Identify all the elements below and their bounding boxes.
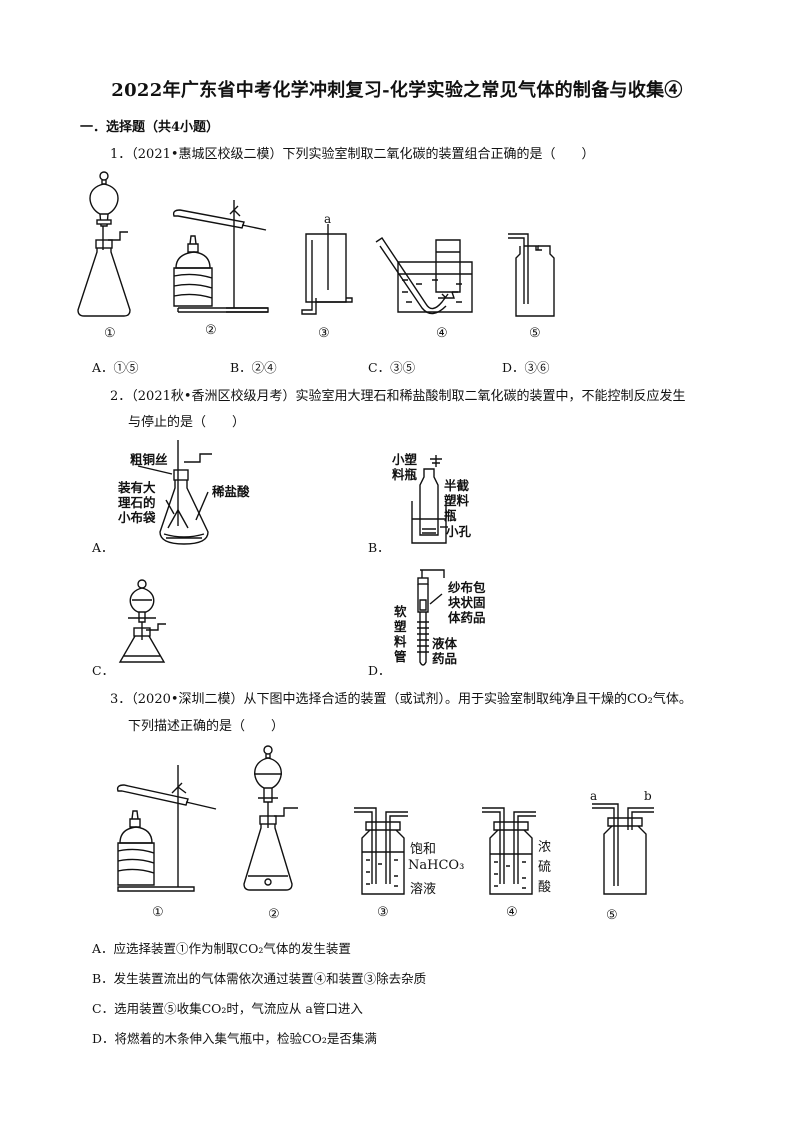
q3-reagent3-line3: 溶液 xyxy=(410,882,437,897)
q1-apparatus-1 xyxy=(77,171,131,317)
q3-reagent4-line3: 酸 xyxy=(538,880,552,895)
q2-option-c[interactable]: C． xyxy=(92,663,115,678)
q1-label-5: ⑤ xyxy=(529,326,541,341)
q2-d-gauze-label: 纱布包块状固体药品 xyxy=(448,580,486,625)
q2-apparatus-b xyxy=(411,455,448,544)
q2-b-hole-label: 小孔 xyxy=(446,524,472,539)
q1-option-d[interactable]: D．③⑥ xyxy=(502,360,550,375)
q3-reagent3-line2: NaHCO₃ xyxy=(408,858,465,873)
q3-reagent4-line2: 硫 xyxy=(538,860,552,875)
q2-a-bag-label: 装有大理石的小布袋 xyxy=(118,480,156,525)
q1-label-4: ④ xyxy=(436,326,448,341)
q3-apparatus-1 xyxy=(116,765,217,892)
q3-label-3: ③ xyxy=(377,905,389,920)
q3-option-c[interactable]: C．选用装置⑤收集CO₂时，气流应从 a管口进入 xyxy=(92,1001,363,1016)
q3-label-2: ② xyxy=(268,907,280,922)
q1-label-1: ① xyxy=(104,326,116,341)
q2-b-half-label: 半截塑料瓶 xyxy=(444,478,470,523)
q3-stem-line1: 3．（2020•深圳二模）从下图中选择合适的装置（或试剂）。用于实验室制取纯净且… xyxy=(110,692,692,707)
q3-label-1: ① xyxy=(152,905,164,920)
q1-label-2: ② xyxy=(205,323,217,338)
q1-option-b[interactable]: B．②④ xyxy=(230,360,277,375)
q3-stem-line2: 下列描述正确的是（ ） xyxy=(128,719,285,734)
section-heading: 一．选择题（共4小题） xyxy=(80,120,220,135)
q3-option-b[interactable]: B．发生装置流出的气体需依次通过装置④和装置③除去杂质 xyxy=(92,971,427,986)
q1-label-3: ③ xyxy=(318,326,330,341)
q2-option-d[interactable]: D． xyxy=(368,663,391,678)
q1-apparatus-3 xyxy=(301,224,353,315)
q2-d-liquid-label: 液体药品 xyxy=(432,636,458,666)
q2-apparatus-d xyxy=(417,569,445,666)
q2-b-small-label: 小塑料瓶 xyxy=(392,452,418,482)
q2-stem-line1: 2．（2021秋•香洲区校级月考）实验室用大理石和稀盐酸制取二氧化碳的装置中，不… xyxy=(110,389,686,404)
q1-stem: 1．（2021•惠城区校级二模）下列实验室制取二氧化碳的装置组合正确的是（ ） xyxy=(110,147,595,162)
q1-apparatus-5 xyxy=(508,233,555,317)
q1-option-c[interactable]: C．③⑤ xyxy=(368,360,416,375)
q3-port-a: a xyxy=(590,789,598,803)
q2-option-b[interactable]: B． xyxy=(368,540,390,555)
q2-option-a[interactable]: A． xyxy=(92,540,114,555)
q3-label-5: ⑤ xyxy=(606,908,618,923)
q3-reagent3-line1: 饱和 xyxy=(410,842,437,857)
q3-port-b: b xyxy=(644,789,652,803)
q1-apparatus-2 xyxy=(172,200,269,313)
q2-apparatus-c xyxy=(118,579,166,663)
q2-apparatus-a xyxy=(137,440,212,545)
q2-a-copper-label: 粗铜丝 xyxy=(130,452,168,467)
q2-a-acid-label: 稀盐酸 xyxy=(212,484,250,499)
q3-apparatus-5 xyxy=(592,803,654,895)
page-title: 2022年广东省中考化学冲刺复习-化学实验之常见气体的制备与收集④ xyxy=(111,80,683,101)
q3-option-d[interactable]: D．将燃着的木条伸入集气瓶中，检验CO₂是否集满 xyxy=(92,1031,377,1046)
q2-stem-line2: 与停止的是（ ） xyxy=(128,415,246,430)
q3-label-4: ④ xyxy=(506,905,518,920)
q1-apparatus-4 xyxy=(375,237,473,315)
q1-option-a[interactable]: A．①⑤ xyxy=(92,360,139,375)
q3-reagent4-line1: 浓 xyxy=(538,840,552,855)
q3-apparatus-4 xyxy=(482,807,536,895)
q3-apparatus-3 xyxy=(354,807,408,895)
q3-apparatus-2 xyxy=(243,745,298,891)
q3-option-a[interactable]: A．应选择装置①作为制取CO₂气体的发生装置 xyxy=(92,941,351,956)
q2-d-soft-label: 软塑料管 xyxy=(394,604,407,664)
q1-tube-label-a: a xyxy=(324,212,332,226)
